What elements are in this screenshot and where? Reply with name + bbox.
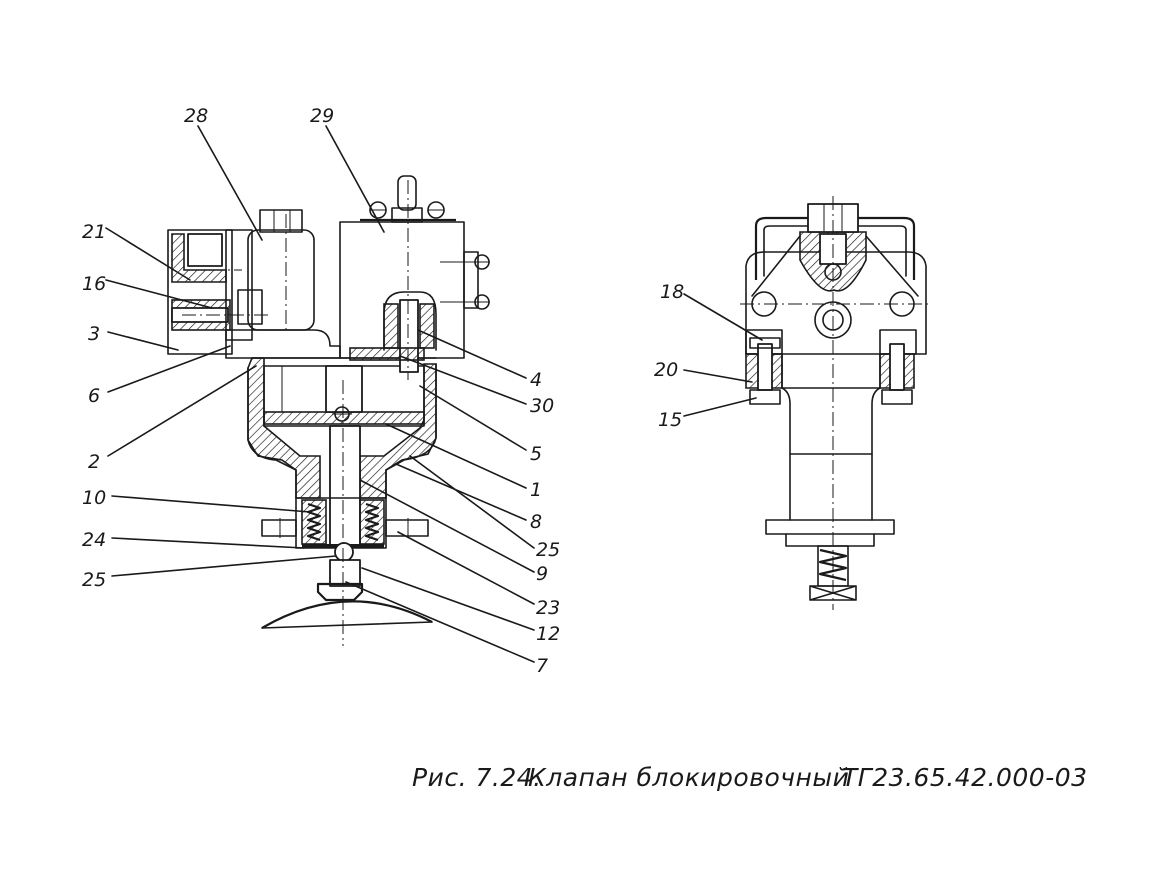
caption-figure-label: Рис. 7.24. — [412, 763, 542, 792]
side-view — [740, 196, 928, 610]
flange — [261, 519, 429, 537]
left-cap-nut — [187, 233, 223, 267]
left-connector — [225, 229, 253, 341]
leader-4 — [417, 329, 527, 379]
callout-5: 5 — [530, 443, 542, 465]
solenoid-base — [225, 329, 341, 359]
leader-21 — [105, 227, 191, 281]
caption-title: Клапан блокировочный — [528, 763, 849, 792]
bottom-flange — [765, 519, 895, 535]
leader-9 — [359, 479, 535, 573]
solenoid-plug — [237, 289, 263, 325]
leader-1 — [385, 423, 527, 489]
callout-25-right: 25 — [536, 539, 560, 561]
spring-left — [306, 502, 322, 542]
callout-6: 6 — [88, 385, 100, 407]
left-cap-housing — [167, 229, 233, 355]
bolt-right — [889, 343, 905, 391]
leader-lines — [105, 125, 763, 663]
callout-8: 8 — [530, 511, 542, 533]
leader-16 — [105, 279, 213, 309]
callout-30: 30 — [530, 395, 554, 417]
callout-24: 24 — [82, 529, 106, 551]
callout-18: 18 — [660, 281, 684, 303]
bore-wall-right — [419, 303, 435, 349]
callout-4: 4 — [530, 369, 542, 391]
callout-21: 21 — [82, 221, 106, 243]
top-pin — [397, 175, 417, 211]
pusher — [329, 559, 361, 587]
leader-7 — [345, 581, 535, 663]
side-terminal-block — [463, 251, 479, 309]
callout-28: 28 — [184, 105, 208, 127]
callout-10: 10 — [82, 487, 106, 509]
gasket — [349, 347, 425, 361]
top-pin-base — [391, 207, 423, 223]
ball — [334, 542, 354, 562]
cam-base — [261, 621, 433, 629]
flange-lower — [785, 533, 875, 547]
leader-10 — [111, 495, 311, 513]
callout-16: 16 — [82, 273, 106, 295]
leader-28 — [197, 125, 263, 241]
callout-labels: 28 29 21 16 3 6 2 10 24 25 4 30 5 1 8 25… — [82, 105, 684, 677]
leader-8 — [395, 463, 527, 521]
leader-6 — [107, 345, 231, 393]
callout-3: 3 — [88, 323, 100, 345]
front-view — [167, 175, 490, 646]
leader-25b — [409, 455, 535, 549]
leader-23 — [397, 531, 535, 605]
spring-right — [364, 502, 380, 542]
bore-wall-left — [383, 303, 399, 349]
leader-15 — [683, 397, 757, 417]
nut-right — [881, 389, 913, 405]
leader-29 — [325, 125, 385, 233]
bolt-left-head — [749, 337, 781, 349]
leader-20 — [683, 369, 753, 383]
pusher-tip — [316, 582, 364, 602]
valve-stem — [329, 425, 361, 547]
leader-30 — [399, 355, 527, 405]
callout-9: 9 — [536, 563, 548, 585]
callout-1: 1 — [530, 479, 542, 501]
callout-15: 15 — [658, 409, 682, 431]
callout-25-left: 25 — [82, 569, 106, 591]
leader-18 — [683, 293, 763, 341]
callout-20: 20 — [654, 359, 678, 381]
callout-2: 2 — [88, 451, 100, 473]
leader-3 — [107, 331, 179, 351]
inner-plunger — [325, 365, 363, 413]
leader-25a — [111, 555, 337, 577]
caption-designation: ТГ23.65.42.000-03 — [842, 763, 1088, 792]
head-block — [745, 251, 927, 355]
head-taper — [751, 235, 919, 297]
leader-5 — [419, 385, 527, 451]
cam-arc — [261, 600, 433, 629]
callout-29: 29 — [310, 105, 334, 127]
body-left-wall — [247, 357, 321, 499]
solenoid-nut — [259, 209, 303, 233]
callout-23: 23 — [536, 597, 560, 619]
figure-caption: Рис. 7.24. Клапан блокировочный ТГ23.65.… — [412, 763, 1088, 792]
leader-12 — [361, 567, 535, 631]
nut-left — [749, 389, 781, 405]
leader-2 — [107, 365, 257, 457]
body-shoulder — [781, 353, 881, 521]
callout-12: 12 — [536, 623, 560, 645]
callout-7: 7 — [536, 655, 548, 677]
bolt-left — [757, 343, 773, 391]
leader-24 — [111, 537, 305, 549]
